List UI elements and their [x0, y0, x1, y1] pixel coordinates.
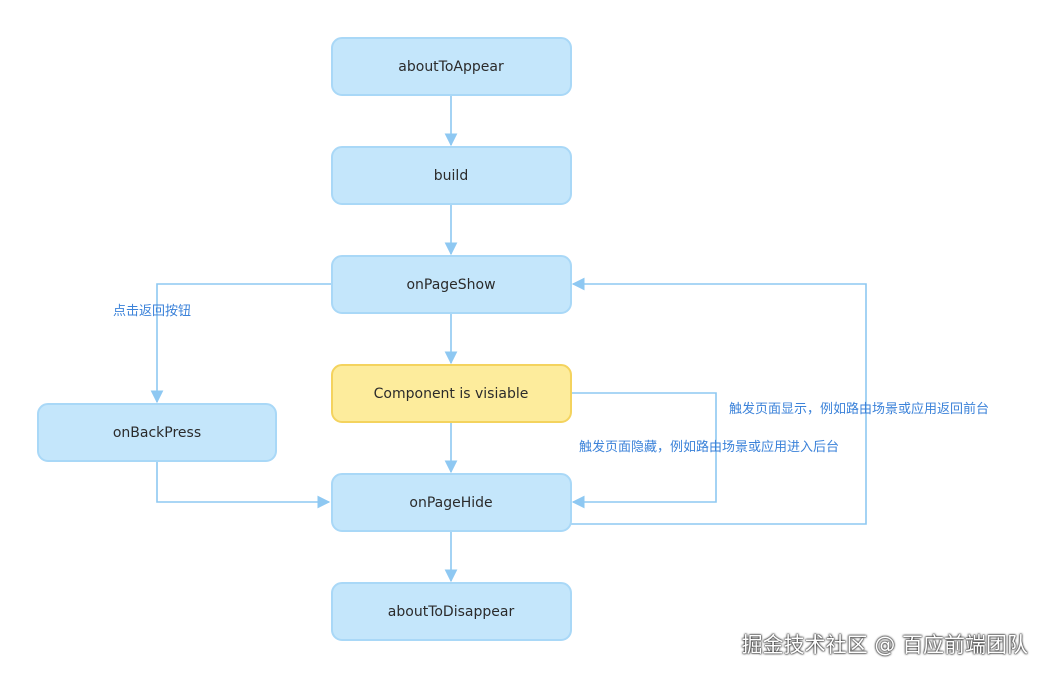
- label-page-show-trigger: 触发页面显示，例如路由场景或应用返回前台: [729, 401, 989, 417]
- node-label: build: [434, 168, 468, 184]
- node-label: aboutToAppear: [398, 59, 504, 75]
- edge-pageshow-to-backpress: [150, 283, 331, 404]
- node-label: onPageShow: [406, 277, 495, 293]
- node-label: Component is visiable: [374, 386, 529, 402]
- node-label: onBackPress: [113, 425, 201, 441]
- node-on-back-press: onBackPress: [37, 403, 277, 462]
- edge-backpress-to-pagehide: [156, 461, 331, 509]
- edge-visible-to-pagehide-right: [571, 392, 717, 509]
- node-label: aboutToDisappear: [388, 604, 515, 620]
- node-component-visible: Component is visiable: [331, 364, 572, 423]
- watermark: 掘金技术社区 @ 百应前端团队: [741, 633, 1028, 657]
- node-about-to-disappear: aboutToDisappear: [331, 582, 572, 641]
- label-back-button: 点击返回按钮: [113, 304, 191, 319]
- node-build: build: [331, 146, 572, 205]
- edges: [150, 95, 867, 583]
- node-on-page-hide: onPageHide: [331, 473, 572, 532]
- edge-pagehide-to-pageshow-right: [571, 277, 867, 525]
- label-page-hide-trigger: 触发页面隐藏，例如路由场景或应用进入后台: [579, 439, 839, 455]
- node-label: onPageHide: [409, 495, 492, 511]
- node-about-to-appear: aboutToAppear: [331, 37, 572, 96]
- node-on-page-show: onPageShow: [331, 255, 572, 314]
